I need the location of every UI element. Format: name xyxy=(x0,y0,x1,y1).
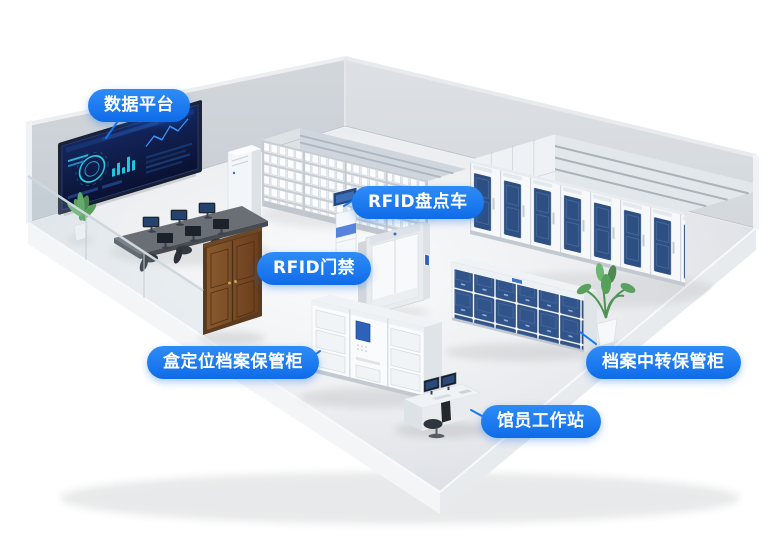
label-archive-transfer-cabinet[interactable]: 档案中转保管柜 xyxy=(586,346,741,379)
librarian-workstation xyxy=(394,372,490,439)
wooden-door xyxy=(198,227,266,344)
platform-shadow xyxy=(60,472,740,524)
label-rfid-inventory-cart[interactable]: RFID盘点车 xyxy=(352,186,484,219)
label-librarian-workstation[interactable]: 馆员工作站 xyxy=(481,405,601,438)
connector-workstation xyxy=(470,409,483,417)
plant-right xyxy=(576,263,636,351)
label-rfid-access-control[interactable]: RFID门禁 xyxy=(257,252,372,285)
wall-edge-posts xyxy=(26,120,759,230)
cabinet-screen xyxy=(355,320,371,343)
label-data-platform[interactable]: 数据平台 xyxy=(88,89,190,122)
desk-monitors xyxy=(142,202,229,249)
connector-rfid-cart xyxy=(343,200,353,207)
label-box-locating-cabinet[interactable]: 盒定位档案保管柜 xyxy=(147,346,319,379)
connector-transfer-cabinet xyxy=(579,331,597,345)
connector-data-platform xyxy=(105,120,119,139)
glass-partition xyxy=(27,174,204,335)
access-reader xyxy=(424,253,430,267)
